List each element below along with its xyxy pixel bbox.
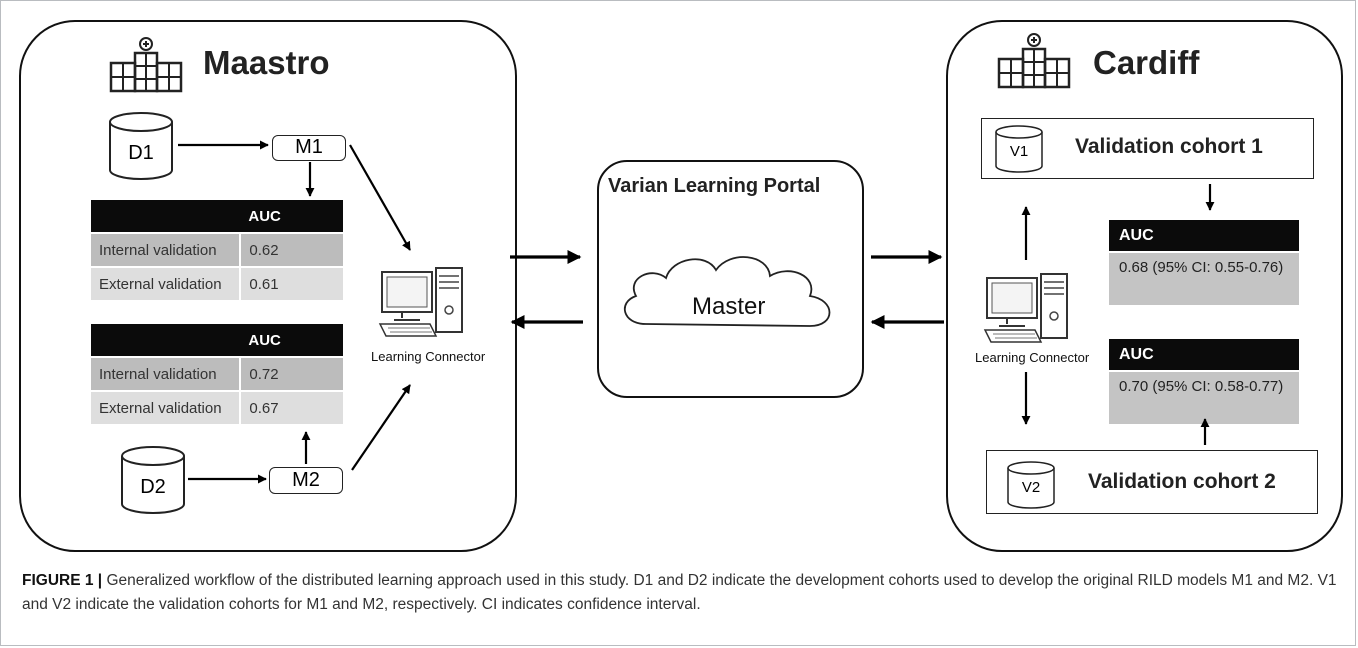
- maastro-title: Maastro: [203, 44, 330, 81]
- learning-connector-label-left: Learning Connector: [371, 349, 486, 364]
- cloud-icon: [623, 256, 831, 327]
- d1-label: D1: [128, 142, 154, 164]
- auc2-header: AUC: [1109, 339, 1299, 370]
- arrow-m1-to-connector: [349, 144, 411, 251]
- v1-database-icon: V1: [994, 124, 1044, 174]
- v2-database-icon: V2: [1006, 460, 1056, 510]
- m1-model-box: M1: [272, 135, 346, 161]
- m2-model-box: M2: [269, 467, 343, 494]
- master-label: Master: [692, 293, 766, 320]
- m1-table-header-empty: [91, 200, 241, 233]
- validation-cohort-1-title: Validation cohort 1: [1075, 135, 1263, 158]
- m2-internal-value: 0.72: [239, 356, 343, 391]
- learning-connector-label-right: Learning Connector: [975, 350, 1090, 365]
- figure-caption: FIGURE 1 | Generalized workflow of the d…: [22, 569, 1342, 617]
- caption-text: Generalized workflow of the distributed …: [22, 572, 1337, 613]
- v2-label: V2: [1021, 479, 1041, 496]
- arrow-m2-to-connector: [351, 384, 411, 471]
- m1-internal-label: Internal validation: [91, 232, 241, 267]
- v1-label: V1: [1009, 143, 1029, 160]
- m1-internal-value: 0.62: [239, 232, 343, 267]
- m2-external-value: 0.67: [239, 390, 343, 424]
- m1-table-header-auc: AUC: [240, 200, 343, 233]
- d1-database-icon: D1: [108, 112, 174, 180]
- cardiff-title: Cardiff: [1093, 44, 1200, 81]
- d2-database-icon: D2: [120, 446, 186, 514]
- m1-external-value: 0.61: [239, 266, 343, 300]
- caption-label: FIGURE 1 |: [22, 572, 103, 589]
- auc1-value: 0.68 (95% CI: 0.55-0.76): [1109, 253, 1299, 305]
- m2-external-label: External validation: [91, 390, 241, 424]
- computer-icon-left: [378, 267, 463, 337]
- portal-title: Varian Learning Portal: [608, 175, 821, 197]
- validation-cohort-2-title: Validation cohort 2: [1088, 470, 1276, 493]
- auc1-header: AUC: [1109, 220, 1299, 251]
- d2-label: D2: [140, 476, 166, 498]
- m1-external-label: External validation: [91, 266, 241, 300]
- m2-internal-label: Internal validation: [91, 356, 241, 391]
- hospital-icon: [997, 33, 1071, 89]
- m2-table-header-empty: [91, 324, 241, 357]
- hospital-icon: [109, 37, 183, 93]
- m2-table-header-auc: AUC: [240, 324, 343, 357]
- auc2-value: 0.70 (95% CI: 0.58-0.77): [1109, 372, 1299, 424]
- computer-icon-right: [983, 273, 1068, 343]
